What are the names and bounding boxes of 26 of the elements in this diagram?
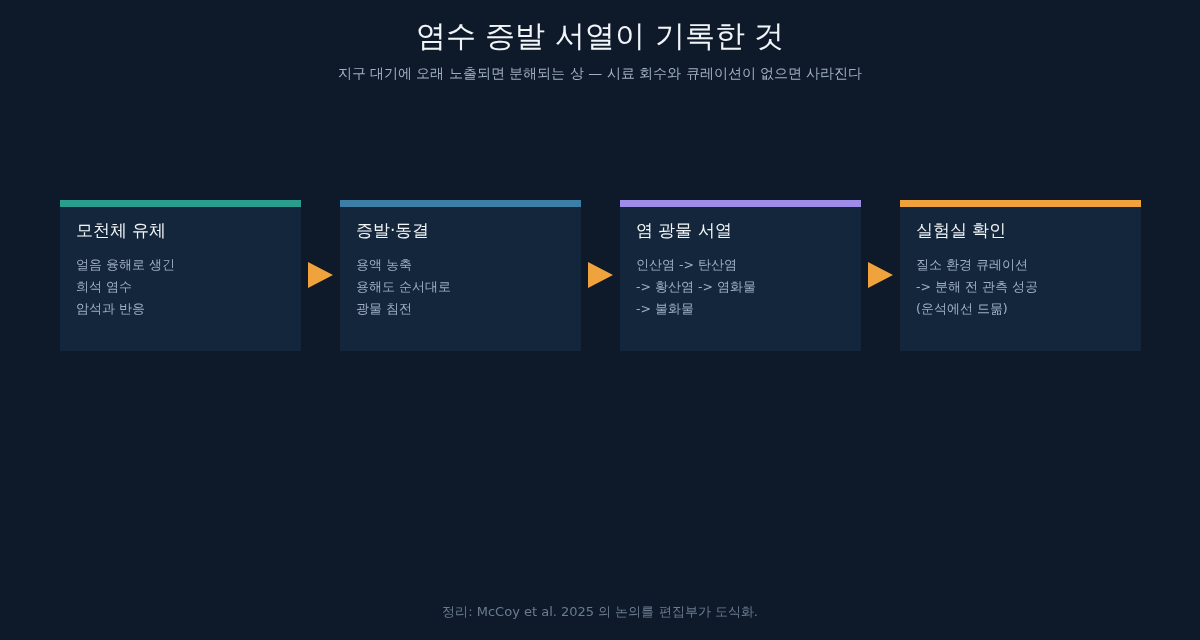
card-text: (운석에선 드묾) bbox=[916, 301, 1008, 318]
arrow bbox=[308, 262, 333, 288]
card-text: 희석 염수 bbox=[76, 279, 132, 296]
card-text: 용액 농축 bbox=[356, 257, 412, 274]
source-caption: 정리: McCoy et al. 2025 의 논의를 편집부가 도식화. bbox=[441, 603, 759, 621]
card-text: 얼음 융해로 생긴 bbox=[76, 257, 175, 274]
card-text: -> 불화물 bbox=[636, 301, 694, 318]
process-card bbox=[340, 200, 581, 351]
arrow bbox=[868, 262, 893, 288]
card-text: 광물 침전 bbox=[356, 301, 412, 318]
card-heading: 모천체 유체 bbox=[76, 219, 167, 242]
card-text: 인산염 -> 탄산염 bbox=[636, 257, 737, 274]
arrow bbox=[588, 262, 613, 288]
card-heading: 염 광물 서열 bbox=[636, 219, 732, 242]
process-card bbox=[60, 200, 301, 351]
process-card bbox=[620, 200, 861, 351]
diagram-title: 염수 증발 서열이 기록한 것 bbox=[414, 17, 786, 55]
process-card bbox=[900, 200, 1141, 351]
card-heading: 증발·동결 bbox=[356, 219, 430, 242]
card-text: 질소 환경 큐레이션 bbox=[916, 257, 1028, 274]
card-text: -> 황산염 -> 염화물 bbox=[636, 279, 756, 296]
subtitle: 지구 대기에 오래 노출되면 분해되는 상 — 시료 회수와 큐레이션이 없으면 사라진다 bbox=[336, 65, 864, 83]
card-text: 용해도 순서대로 bbox=[356, 279, 451, 296]
card-heading: 실험실 확인 bbox=[916, 219, 1007, 242]
card-text: -> 분해 전 관측 성공 bbox=[916, 279, 1038, 296]
card-text: 암석과 반응 bbox=[76, 301, 145, 318]
